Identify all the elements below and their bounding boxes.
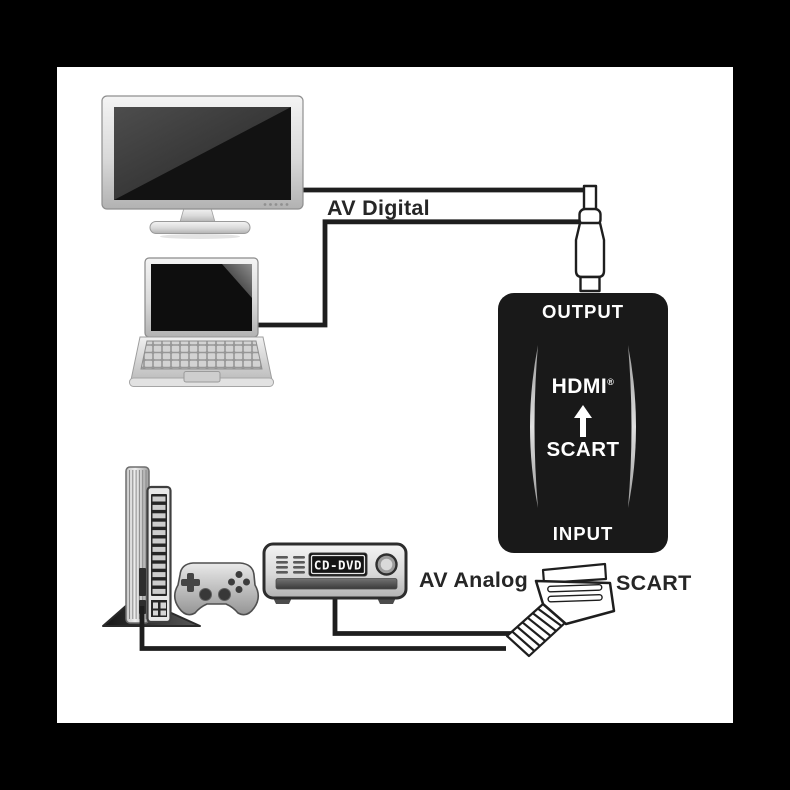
scart-label: SCART <box>616 571 692 595</box>
av-analog-label: AV Analog <box>419 568 529 592</box>
dvd-vents <box>276 556 305 574</box>
laptop <box>129 257 274 387</box>
tv-monitor <box>101 95 304 239</box>
game-controller <box>173 562 260 616</box>
input-label: INPUT <box>552 523 614 544</box>
dvd-tray <box>275 578 398 590</box>
dvd-player: CD-DVD <box>262 542 408 604</box>
hdmi-label: HDMI® <box>498 375 668 399</box>
up-arrow-icon <box>574 405 592 437</box>
av-digital-label: AV Digital <box>327 196 430 220</box>
controller-buttons <box>228 571 250 593</box>
controller-dpad <box>181 573 200 592</box>
converter-box: OUTPUT HDMI® SCART INPUT <box>498 293 668 553</box>
hdmi-plug <box>574 184 606 293</box>
game-console <box>102 466 201 627</box>
converter-side-curves <box>530 345 636 508</box>
hdmi-trademark: ® <box>607 377 615 387</box>
cd-dvd-display <box>308 552 368 577</box>
output-label: OUTPUT <box>541 301 625 322</box>
tv-control-buttons <box>263 203 289 206</box>
hdmi-cable-line <box>254 187 591 328</box>
laptop-trackpad <box>183 371 221 383</box>
scart-boot-stripes <box>511 607 563 652</box>
converter-scart-label: SCART <box>546 438 620 461</box>
scart-plug <box>505 562 616 658</box>
scart-cable-line <box>139 596 512 651</box>
laptop-keyboard <box>140 340 263 370</box>
cd-dvd-display-text: CD-DVD <box>314 558 362 573</box>
console-vent-slats <box>152 496 166 594</box>
hdmi-text: HDMI <box>551 375 608 398</box>
